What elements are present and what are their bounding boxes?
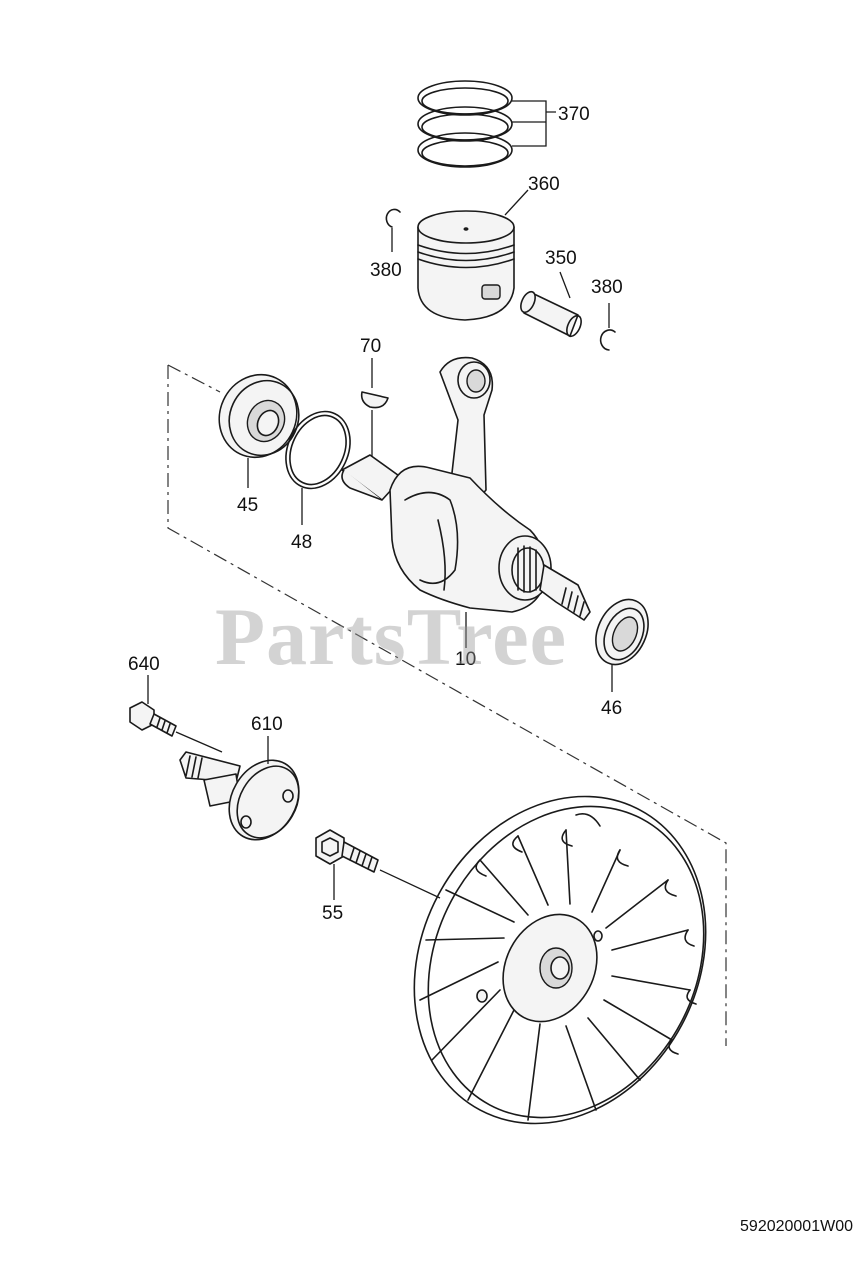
circlip-left[interactable] bbox=[385, 208, 401, 228]
circlip-right[interactable] bbox=[599, 329, 616, 351]
callout-640: 640 bbox=[128, 654, 160, 675]
crankshaft-assembly[interactable] bbox=[341, 356, 591, 621]
bearing-45[interactable] bbox=[206, 362, 311, 470]
leader-360 bbox=[504, 189, 529, 216]
piston-pin[interactable] bbox=[518, 289, 584, 338]
callout-46: 46 bbox=[601, 698, 622, 719]
diagram-code: 592020001W00 bbox=[740, 1218, 853, 1235]
watermark-logo: PartsTree bbox=[215, 591, 568, 682]
callout-380-left: 380 bbox=[370, 260, 402, 281]
oil-seal-46[interactable] bbox=[586, 591, 658, 673]
callout-370: 370 bbox=[558, 104, 590, 125]
callout-10: 10 bbox=[455, 649, 476, 670]
leader-640 bbox=[147, 675, 223, 753]
leader-370 bbox=[512, 100, 556, 147]
callout-55: 55 bbox=[322, 903, 343, 924]
leader-350 bbox=[559, 271, 571, 299]
woodruff-key[interactable] bbox=[360, 391, 389, 409]
callout-380-right: 380 bbox=[591, 277, 623, 298]
callout-350: 350 bbox=[545, 248, 577, 269]
callout-45: 45 bbox=[237, 495, 258, 516]
leader-55 bbox=[333, 864, 441, 900]
snap-ring-48[interactable] bbox=[274, 401, 362, 499]
callout-610: 610 bbox=[251, 714, 283, 735]
callout-70: 70 bbox=[360, 336, 381, 357]
callout-48: 48 bbox=[291, 532, 312, 553]
starter-pulley-610[interactable] bbox=[179, 748, 313, 853]
assembly-outline bbox=[167, 364, 727, 1046]
piston[interactable] bbox=[417, 210, 515, 321]
flywheel[interactable] bbox=[358, 745, 761, 1175]
callout-360: 360 bbox=[528, 174, 560, 195]
bolt-640[interactable] bbox=[129, 701, 177, 737]
piston-rings[interactable] bbox=[417, 80, 513, 168]
flange-bolt-55[interactable] bbox=[315, 829, 379, 873]
